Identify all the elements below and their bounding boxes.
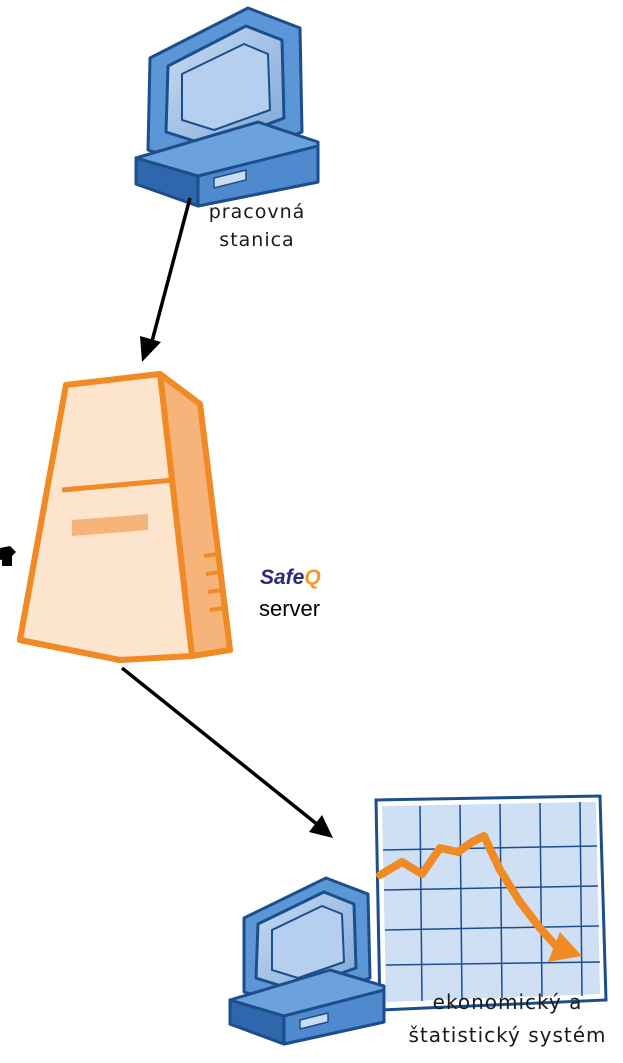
server-brand-q: Q xyxy=(304,566,321,589)
economic-system-label-line2: štatistický systém xyxy=(408,1023,607,1047)
server-tower-icon xyxy=(17,371,233,663)
workstation-label-line2: stanica xyxy=(219,229,295,251)
workstation-label: pracovná stanica xyxy=(196,198,318,254)
workstation-computer-icon xyxy=(134,6,320,208)
economic-system-label: ekonomický a štatistický systém xyxy=(392,986,623,1052)
server-brand-safe: Safe xyxy=(260,566,305,589)
left-connector-icon xyxy=(0,546,16,566)
economic-system-computer-icon xyxy=(228,876,386,1046)
workstation-label-line1: pracovná xyxy=(208,201,306,223)
chart-board-icon xyxy=(374,794,608,1012)
server-label: server xyxy=(259,596,321,621)
economic-system-label-line1: ekonomický a xyxy=(432,990,583,1014)
server-brand: SafeQ xyxy=(260,566,321,590)
arrow-workstation-to-server xyxy=(140,197,192,362)
arrow-server-to-economic-system xyxy=(120,666,333,838)
